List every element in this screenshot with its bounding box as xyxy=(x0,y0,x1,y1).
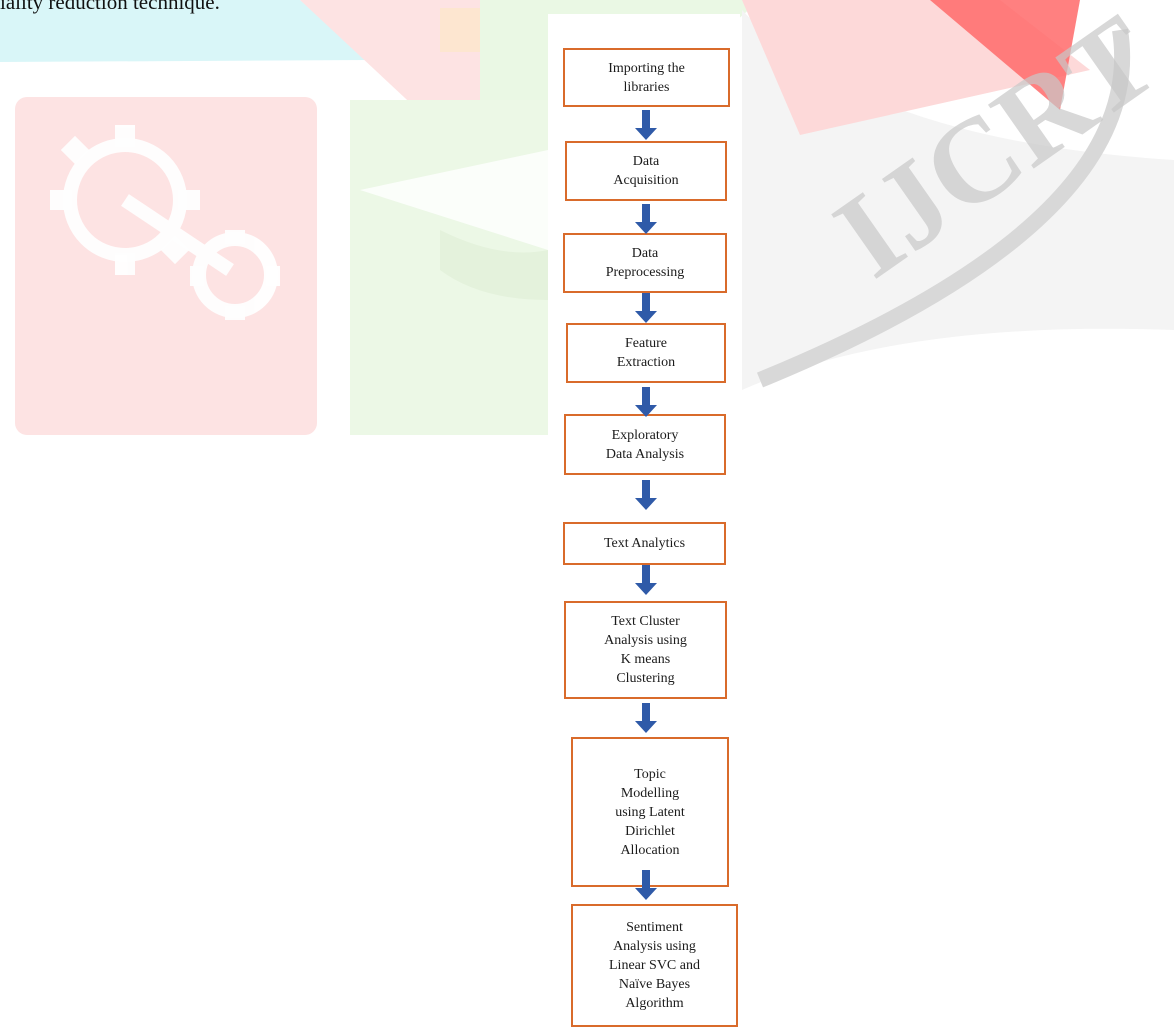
down-arrow-icon xyxy=(635,110,657,140)
flowchart-step-label: Topic Modelling using Latent Dirichlet A… xyxy=(615,766,685,858)
watermark-cyan-shape xyxy=(0,0,370,62)
watermark-red-corner xyxy=(930,0,1080,110)
flowchart-step-label: Importing the libraries xyxy=(608,60,685,95)
watermark-orange-accent xyxy=(440,8,480,52)
flowchart-step-7: Text Cluster Analysis using K means Clus… xyxy=(564,601,727,699)
flowchart-step-5: Exploratory Data Analysis xyxy=(564,414,726,475)
flowchart-step-label: Data Preprocessing xyxy=(605,246,685,280)
flowchart-step-8: Topic Modelling using Latent Dirichlet A… xyxy=(571,737,729,887)
flowchart-step-label: Feature Extraction xyxy=(616,336,676,370)
flowchart-step-1: Importing the libraries xyxy=(563,48,730,107)
flowchart-step-3: Data Preprocessing xyxy=(563,233,727,293)
flowchart-step-2: Data Acquisition xyxy=(565,141,727,201)
down-arrow-icon xyxy=(635,204,657,234)
flowchart-step-label: Exploratory Data Analysis xyxy=(605,427,685,462)
down-arrow-icon xyxy=(635,565,657,595)
graduation-cap-icon xyxy=(360,150,548,250)
flowchart-step-label: Text Cluster Analysis using K means Clus… xyxy=(604,614,687,686)
down-arrow-icon xyxy=(635,870,657,900)
body-text-fragment: iality reduction technique. xyxy=(0,0,220,14)
down-arrow-icon xyxy=(635,480,657,510)
flowchart-step-label: Text Analytics xyxy=(603,536,686,551)
down-arrow-icon xyxy=(635,703,657,733)
flowchart-step-label: Data Acquisition xyxy=(613,154,679,188)
down-arrow-icon xyxy=(635,293,657,323)
watermark-grey-arc xyxy=(756,28,1131,388)
flowchart-step-4: Feature Extraction xyxy=(566,323,726,383)
watermark-pink-panel xyxy=(15,97,317,435)
flowchart-step-9: Sentiment Analysis using Linear SVC and … xyxy=(571,904,738,1027)
down-arrow-icon xyxy=(635,387,657,417)
flowchart-step-6: Text Analytics xyxy=(563,522,726,565)
flowchart-step-label: Sentiment Analysis using Linear SVC and … xyxy=(609,920,700,1011)
